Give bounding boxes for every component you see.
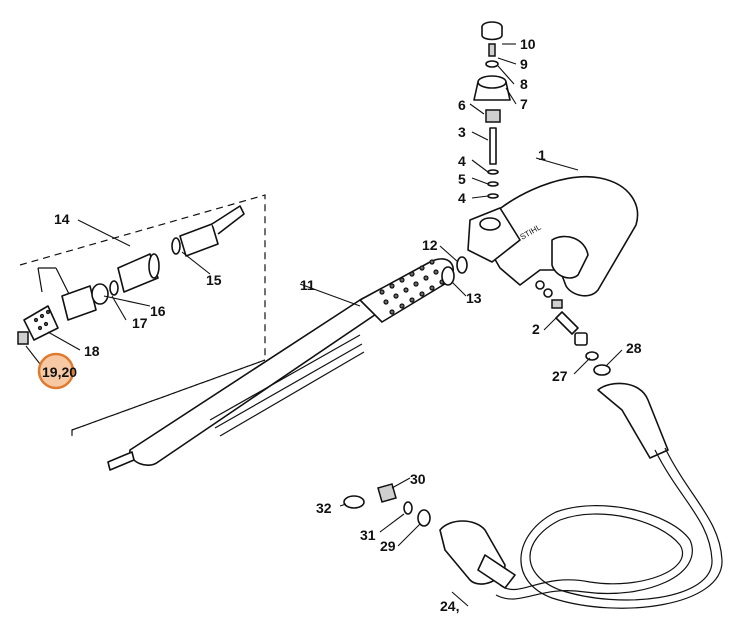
oring-part-32[interactable]	[343, 495, 365, 509]
callout-13[interactable]: 13	[466, 290, 482, 306]
ring-part-13[interactable]	[441, 266, 455, 286]
callout-3[interactable]: 3	[458, 124, 466, 140]
lance-group-outline-lower	[71, 359, 266, 431]
callout-labels: 1 2 3 4 5 4 6 7 8 9 10 11 12 13 14 15 16…	[42, 36, 642, 614]
hose-part-24[interactable]	[495, 382, 723, 609]
callout-17[interactable]: 17	[132, 315, 148, 331]
ring-part-28[interactable]	[593, 364, 611, 376]
callout-10[interactable]: 10	[520, 36, 536, 52]
lance-group-outline	[19, 194, 266, 440]
nozzle-cap-part-18[interactable]	[23, 305, 59, 341]
callout-31[interactable]: 31	[360, 527, 376, 543]
callout-7[interactable]: 7	[520, 96, 528, 112]
screw-part-9[interactable]	[488, 43, 496, 57]
callout-19-20[interactable]: 19,20	[42, 364, 77, 380]
oring-parts-4-5[interactable]	[487, 169, 499, 199]
quick-coupler-part-16[interactable]	[61, 283, 109, 321]
oring-part-27[interactable]	[585, 351, 599, 361]
callout-24[interactable]: 24,	[440, 598, 459, 614]
callout-1[interactable]: 1	[538, 147, 546, 163]
nut-part-7[interactable]	[473, 75, 511, 101]
callout-18[interactable]: 18	[84, 343, 100, 359]
trigger-gun-part[interactable]: STIHL	[467, 176, 639, 297]
callout-9[interactable]: 9	[520, 56, 528, 72]
nozzle-body-part-14[interactable]	[117, 253, 160, 293]
callout-30[interactable]: 30	[410, 471, 426, 487]
callout-11[interactable]: 11	[300, 277, 315, 293]
nozzle-bracket-part-14[interactable]	[37, 267, 71, 297]
callout-15[interactable]: 15	[206, 272, 222, 288]
cap-part-10[interactable]	[481, 21, 503, 41]
callout-29[interactable]: 29	[380, 538, 396, 554]
hose-end-fitting[interactable]	[439, 520, 516, 589]
lance-part[interactable]	[107, 258, 454, 471]
valve-part-6[interactable]	[485, 109, 501, 123]
oring-part-17[interactable]	[109, 280, 119, 296]
callout-5[interactable]: 5	[458, 171, 466, 187]
callout-32[interactable]: 32	[316, 500, 332, 516]
callout-6[interactable]: 6	[458, 97, 466, 113]
callout-14[interactable]: 14	[54, 211, 70, 227]
valve-chain-part-2[interactable]	[535, 280, 588, 346]
connector-part-15[interactable]	[171, 205, 245, 257]
callout-16[interactable]: 16	[150, 303, 166, 319]
callout-4a[interactable]: 4	[458, 153, 466, 169]
callout-27[interactable]: 27	[552, 368, 568, 384]
oring-part-29[interactable]	[417, 509, 431, 527]
callout-28[interactable]: 28	[626, 340, 642, 356]
nozzle-tip-part-19[interactable]	[17, 331, 29, 345]
oring-part-12[interactable]	[456, 256, 468, 274]
washer-part-8[interactable]	[485, 60, 499, 68]
callout-8[interactable]: 8	[520, 76, 528, 92]
nipple-part-30[interactable]	[377, 483, 397, 503]
leader-lines	[25, 43, 623, 607]
callout-2[interactable]: 2	[532, 321, 540, 337]
oring-part-31[interactable]	[403, 501, 413, 515]
callout-4b[interactable]: 4	[458, 190, 466, 206]
highlight-circle	[37, 352, 75, 390]
callout-12[interactable]: 12	[422, 237, 438, 253]
pin-part-3[interactable]	[489, 127, 497, 165]
